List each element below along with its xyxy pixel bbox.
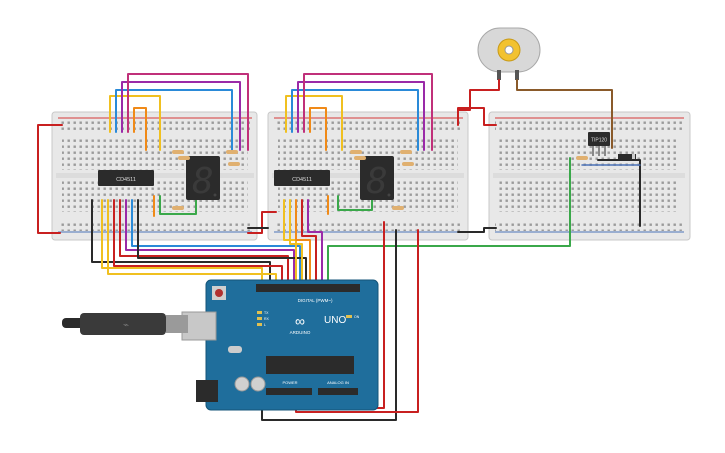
arduino-model: UNO: [324, 315, 346, 326]
arduino-uno[interactable]: DIGITAL (PWM~) ∞ ARDUINO UNO TX RX ON L …: [181, 279, 379, 411]
arduino-digital-label: DIGITAL (PWM~): [298, 298, 333, 303]
chip-1-label: CD4511: [116, 177, 136, 183]
arduino-analog-label: ANALOG IN: [327, 380, 349, 385]
seven-segment-display-2[interactable]: 8: [360, 156, 394, 202]
resistors[interactable]: [172, 150, 588, 210]
arduino-power-label: POWER: [282, 380, 297, 385]
chip-1[interactable]: CD4511: [98, 170, 154, 186]
led-tx-label: TX: [264, 311, 269, 315]
transistor[interactable]: TIP120: [588, 132, 610, 156]
led-rx-label: RX: [264, 317, 270, 321]
breadboard-1[interactable]: [51, 111, 258, 241]
seven-segment-display-1[interactable]: 8: [186, 156, 220, 202]
usb-cable[interactable]: ⌁: [62, 313, 188, 335]
chip-2-label: CD4511: [292, 177, 312, 183]
display-2-digit: 8: [366, 161, 388, 202]
breadboard-3[interactable]: [488, 111, 691, 241]
dc-motor[interactable]: [477, 27, 541, 80]
wires[interactable]: [37, 73, 641, 421]
led-on-label: ON: [354, 315, 360, 319]
diode[interactable]: [618, 154, 636, 159]
arduino-brand: ARDUINO: [290, 330, 311, 335]
arduino-logo-symbol: ∞: [295, 313, 305, 329]
chip-2[interactable]: CD4511: [274, 170, 330, 186]
transistor-label: TIP120: [591, 138, 607, 144]
led-l-label: L: [264, 323, 266, 327]
display-1-digit: 8: [192, 161, 214, 202]
usb-icon: ⌁: [123, 320, 129, 331]
